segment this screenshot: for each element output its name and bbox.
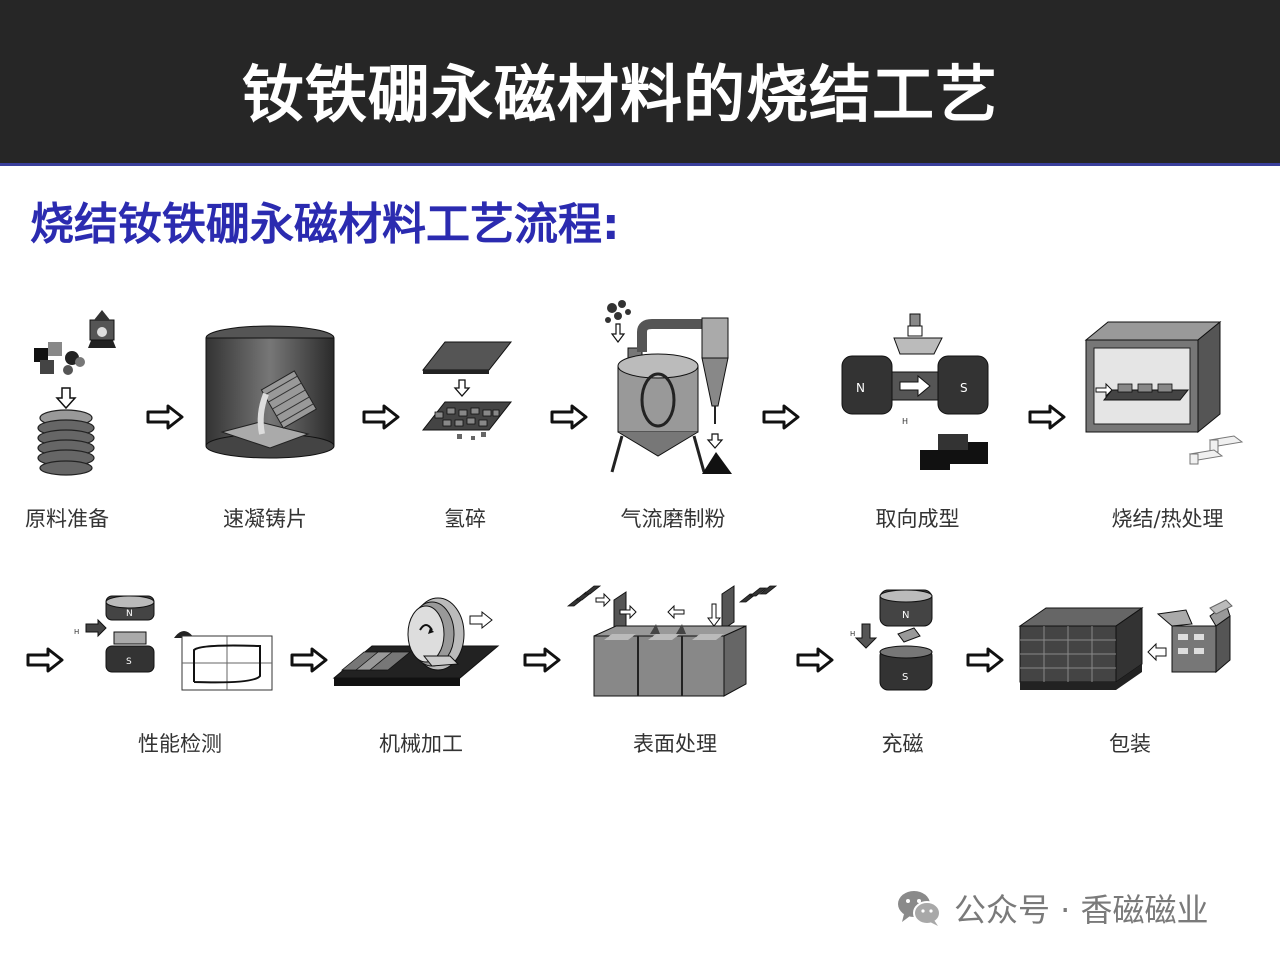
step-label-surface-treatment: 表面处理 bbox=[633, 732, 717, 756]
step-magnetizing: N S H bbox=[848, 588, 938, 698]
packaging-icon bbox=[1018, 599, 1233, 690]
surface-treatment-icon bbox=[566, 585, 778, 697]
flow-arrow-right-icon bbox=[796, 647, 834, 677]
flow-arrow-right-icon bbox=[26, 647, 64, 677]
flow-arrow-right-icon bbox=[550, 404, 588, 434]
step-label-strip-casting: 速凝铸片 bbox=[223, 507, 307, 531]
step-label-machining: 机械加工 bbox=[379, 732, 463, 756]
step-hydrogen-decrepitation bbox=[415, 338, 515, 448]
flow-arrow-right-icon bbox=[146, 404, 184, 434]
svg-text:H: H bbox=[902, 417, 908, 426]
svg-text:S: S bbox=[902, 672, 908, 683]
magnetizing-icon: N S H bbox=[850, 589, 933, 691]
svg-text:N: N bbox=[902, 610, 909, 621]
flow-arrow-right-icon bbox=[762, 404, 800, 434]
step-label-performance-test: 性能检测 bbox=[138, 732, 222, 756]
performance-test-icon: N S H bbox=[74, 595, 273, 691]
step-magnetic-pressing: N S H bbox=[838, 312, 998, 477]
magnetic-pressing-icon: N S H bbox=[841, 313, 989, 470]
jet-mill-icon bbox=[605, 300, 732, 474]
step-strip-casting bbox=[200, 322, 340, 462]
step-label-packaging: 包装 bbox=[1109, 732, 1151, 756]
svg-text:H: H bbox=[74, 628, 79, 636]
sintering-furnace-icon bbox=[1084, 320, 1244, 465]
flow-arrow-right-icon bbox=[966, 647, 1004, 677]
flow-arrow-right-icon bbox=[1028, 404, 1066, 434]
machining-icon bbox=[332, 597, 500, 686]
svg-text:N: N bbox=[126, 609, 133, 619]
page-title: 钕铁硼永磁材料的烧结工艺 bbox=[241, 58, 998, 131]
flow-arrow-right-icon bbox=[362, 404, 400, 434]
step-machining bbox=[332, 590, 502, 700]
step-label-hydrogen-decrepitation: 氢碎 bbox=[444, 507, 486, 531]
header-bar: 钕铁硼永磁材料的烧结工艺 bbox=[0, 0, 1280, 166]
step-performance-test: N S H bbox=[70, 594, 275, 694]
svg-text:S: S bbox=[126, 657, 132, 667]
strip-casting-icon bbox=[205, 325, 335, 459]
svg-text:H: H bbox=[850, 630, 855, 638]
step-label-jet-mill: 气流磨制粉 bbox=[620, 507, 726, 531]
flow-arrow-right-icon bbox=[523, 647, 561, 677]
svg-text:S: S bbox=[960, 381, 968, 395]
step-sintering bbox=[1078, 318, 1250, 468]
step-label-raw-material: 原料准备 bbox=[25, 507, 109, 531]
svg-text:N: N bbox=[856, 381, 865, 395]
wechat-icon bbox=[898, 891, 941, 926]
step-label-magnetizing: 充磁 bbox=[881, 732, 924, 756]
step-packaging bbox=[1016, 596, 1241, 696]
raw-material-icon bbox=[34, 310, 116, 476]
hydrogen-decrepitation-icon bbox=[421, 341, 513, 440]
step-label-sintering: 烧结/热处理 bbox=[1111, 507, 1224, 531]
watermark-text: 公众号 · 香磁磁业 bbox=[954, 891, 1209, 929]
step-raw-material bbox=[22, 300, 122, 480]
watermark: 公众号 · 香磁磁业 bbox=[896, 886, 1209, 930]
section-subtitle: 烧结钕铁硼永磁材料工艺流程: bbox=[30, 199, 620, 250]
step-surface-treatment bbox=[564, 584, 789, 700]
flow-arrow-right-icon bbox=[290, 647, 328, 677]
step-jet-mill bbox=[598, 296, 748, 481]
step-label-magnetic-pressing: 取向成型 bbox=[875, 507, 960, 531]
